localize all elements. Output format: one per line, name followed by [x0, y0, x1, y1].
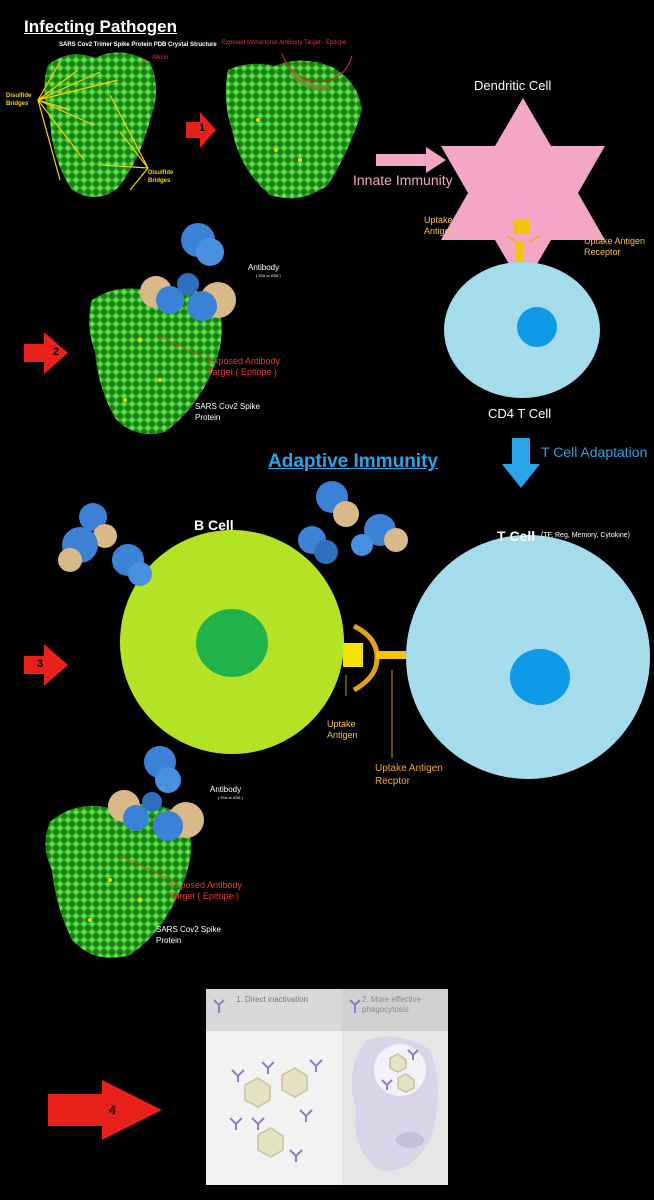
structure-label: SARS Cov2 Trimer Spike Protein PDB Cryst… [59, 42, 217, 48]
step-arrow-4 [48, 1080, 162, 1140]
spike-protein-exposed [225, 53, 362, 199]
spike-protein-panel2 [89, 288, 222, 435]
antibody-sub-3: ( IGA or IGM ) [218, 795, 243, 800]
step-arrow-2 [24, 332, 68, 374]
mechanisms-illustration [206, 989, 448, 1185]
dendritic-cell-label: Dendritic Cell [474, 78, 552, 93]
adaptive-immunity-title: Adaptive Immunity [268, 451, 438, 472]
t-cell-adaptation-label: T Cell Adaptation [541, 444, 648, 460]
step-arrow-3 [24, 644, 68, 686]
dendritic-cell [441, 98, 605, 288]
antibody-panel3 [108, 746, 204, 841]
alkcin-label: Alkcin [152, 55, 169, 61]
b-cell-label: B Cell [194, 517, 234, 533]
cd4-t-cell-label: CD4 T Cell [488, 406, 552, 421]
b-cell-antigen [343, 643, 363, 667]
t-cell-nucleus [510, 649, 570, 705]
antibody-label-3: Antibody [210, 785, 242, 794]
spike-protein-crystal [37, 52, 156, 198]
antibody-sub-2: ( IGA or IGM ) [256, 273, 281, 278]
step-number-2: 2 [53, 346, 60, 358]
t-cell-sublabel: (TF, Reg, Memory, Cytokine) [541, 532, 630, 539]
uptake-antigen-shape [513, 220, 529, 234]
antibody-label-2: Antibody [248, 263, 280, 272]
exposed-target-label: Exposed Monoclonal Antibody Target - Epi… [222, 40, 347, 46]
step-number-3: 3 [37, 658, 44, 670]
adaptation-arrow [502, 438, 540, 488]
step-arrow-1 [186, 112, 216, 148]
step-number-1: 1 [199, 122, 206, 134]
innate-immunity-label: Innate Immunity [353, 172, 453, 188]
spike-protein-panel3 [45, 804, 192, 958]
mechanism-1-label: 1. Direct inactivation [236, 995, 309, 1004]
cd4-nucleus [517, 307, 557, 347]
innate-arrow [376, 147, 446, 173]
antibody-top-right [298, 481, 408, 564]
step-number-4: 4 [109, 1103, 116, 1117]
antibody-panel2 [140, 223, 236, 321]
b-cell-nucleus [196, 609, 268, 677]
antibody-top-left [58, 503, 152, 586]
page-title: Infecting Pathogen [24, 17, 177, 36]
receptor-cup [352, 623, 380, 693]
t-cell-label: T Cell [497, 528, 536, 544]
